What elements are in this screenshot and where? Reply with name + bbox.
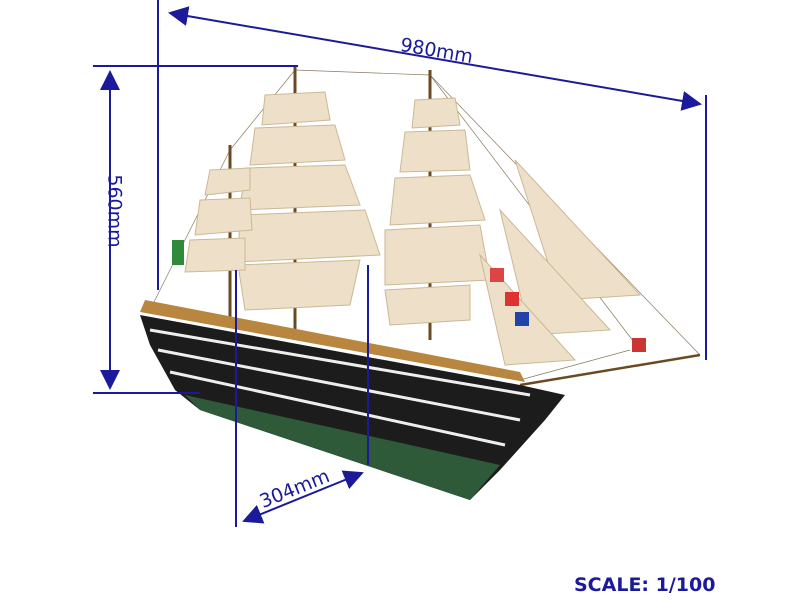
hull xyxy=(140,300,565,500)
sails xyxy=(184,91,642,366)
flags xyxy=(172,240,646,352)
ship xyxy=(140,65,701,500)
height-label: 560mm xyxy=(103,174,126,248)
dimension-lines xyxy=(93,0,707,527)
length-arrow xyxy=(168,6,702,111)
width-arrow xyxy=(242,470,364,524)
scale-label: SCALE: 1/100 xyxy=(574,574,716,596)
